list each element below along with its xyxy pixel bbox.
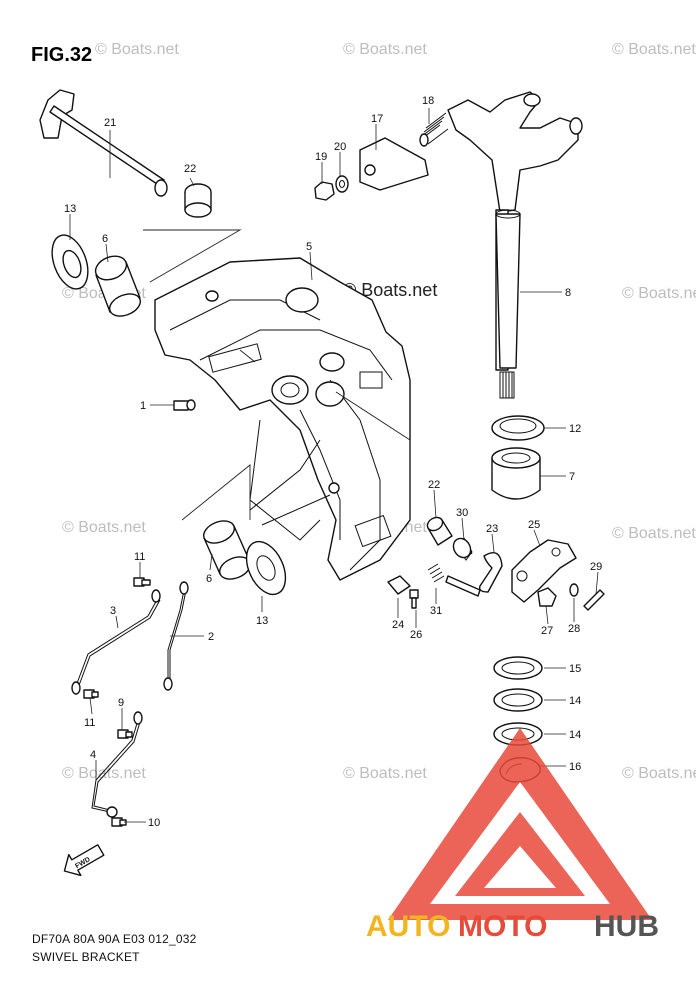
part-12-washer xyxy=(491,415,545,441)
callout-label: 3 xyxy=(110,605,116,617)
callout-label: 11 xyxy=(84,717,95,729)
watermark-text: © Boats.net xyxy=(622,765,696,782)
brand-part-3: HUB xyxy=(594,910,659,943)
part-18-spring xyxy=(419,112,449,147)
callout-label: 13 xyxy=(64,203,76,215)
part-14-ring xyxy=(493,688,543,712)
watermark-text: © Boats.net xyxy=(343,280,437,300)
callout-label: 12 xyxy=(569,423,581,435)
callout-label: 6 xyxy=(206,573,212,585)
callout-label: 30 xyxy=(456,507,468,519)
part-1-grease-nipple xyxy=(150,399,196,411)
callout-label: 19 xyxy=(315,151,327,163)
watermark-text: © Boats.net xyxy=(612,41,696,58)
callout-label: 26 xyxy=(410,629,422,641)
watermark-text: © Boats.net xyxy=(343,41,427,58)
part-11-bolt xyxy=(133,577,151,587)
callout-label: 14 xyxy=(569,729,581,741)
part-19-nut xyxy=(314,181,335,201)
part-25-lock-lever xyxy=(511,539,577,603)
callout-label: 14 xyxy=(569,695,581,707)
callout-label: 18 xyxy=(422,95,434,107)
watermark-text: © Boats.net xyxy=(95,41,179,58)
callout-label: 15 xyxy=(569,663,581,675)
callout-label: 1 xyxy=(140,400,146,412)
part-5-swivel-bracket xyxy=(154,257,411,581)
callout-label: 5 xyxy=(306,241,312,253)
callout-label: 21 xyxy=(104,117,116,129)
callout-label: 10 xyxy=(148,817,160,829)
part-21-tilt-pin xyxy=(39,89,168,197)
part-27-bolt xyxy=(537,587,557,607)
part-29-pin xyxy=(583,589,605,611)
callout-label: 27 xyxy=(541,625,553,637)
part-24-clip xyxy=(387,575,411,595)
brand-logo: AUTO MOTO HUB xyxy=(366,728,659,943)
callout-label: 29 xyxy=(590,561,602,573)
callout-label: 16 xyxy=(569,761,581,773)
part-11-lower-bolt xyxy=(83,689,99,699)
callout-label: 24 xyxy=(392,619,404,631)
watermark-text: © Boats.net xyxy=(62,765,146,782)
callout-label: 22 xyxy=(428,479,440,491)
part-7-bushing xyxy=(491,447,541,500)
callout-label: 11 xyxy=(134,551,145,563)
part-2-lead-wire xyxy=(163,581,189,691)
assembly-lines xyxy=(143,229,411,521)
watermark-text: © Boats.net xyxy=(62,519,146,536)
part-13-lower-washer xyxy=(245,540,287,596)
part-6-bushing xyxy=(94,255,142,317)
section-name: SWIVEL BRACKET xyxy=(32,950,140,964)
callout-label: 4 xyxy=(90,749,96,761)
part-10-bolt xyxy=(111,817,127,827)
model-code: DF70A 80A 90A E03 012_032 xyxy=(32,932,197,946)
callout-numbers: 21 22 13 6 5 17 18 19 20 8 12 7 1 22 30 … xyxy=(64,95,602,829)
brand-part-2: MOTO xyxy=(458,910,547,943)
part-22-lower-bushing xyxy=(426,516,453,546)
brand-triangle-icon xyxy=(388,728,652,920)
callout-label: 13 xyxy=(256,615,268,627)
part-9-bolt xyxy=(117,729,133,739)
callout-label: 6 xyxy=(102,233,108,245)
callout-label: 25 xyxy=(528,519,540,531)
part-6-lower-bushing xyxy=(202,520,252,580)
callout-label: 8 xyxy=(565,287,571,299)
part-15-ring xyxy=(493,656,543,680)
watermark-text: © Boats.net xyxy=(612,525,696,542)
watermark-text: © Boats.net xyxy=(622,285,696,302)
figure-title: FIG.32 xyxy=(31,44,93,66)
callout-label: 31 xyxy=(430,605,442,617)
part-17-bracket xyxy=(359,137,429,191)
callout-label: 28 xyxy=(568,623,580,635)
part-26-bolt xyxy=(409,589,419,609)
callout-label: 22 xyxy=(184,163,196,175)
fwd-arrow-icon: FWD xyxy=(63,844,105,877)
part-31-rod xyxy=(427,563,481,597)
part-20-washer xyxy=(335,175,349,193)
watermark-text: © Boats.net xyxy=(343,765,427,782)
part-3-lead-wire xyxy=(71,589,161,695)
callout-label: 23 xyxy=(486,523,498,535)
callout-label: 20 xyxy=(334,141,346,153)
part-8-steering-shaft xyxy=(447,91,583,399)
part-13-washer xyxy=(51,234,89,290)
part-23-lever xyxy=(478,552,503,593)
callout-label: 7 xyxy=(569,471,575,483)
callout-label: 2 xyxy=(208,631,214,643)
part-22-bushing xyxy=(184,183,212,218)
callout-label: 9 xyxy=(118,697,124,709)
leader-lines xyxy=(69,108,599,823)
callout-label: 17 xyxy=(371,113,383,125)
part-28-washer xyxy=(569,583,579,597)
brand-part-1: AUTO xyxy=(366,910,450,943)
part-30-spring xyxy=(452,537,473,561)
